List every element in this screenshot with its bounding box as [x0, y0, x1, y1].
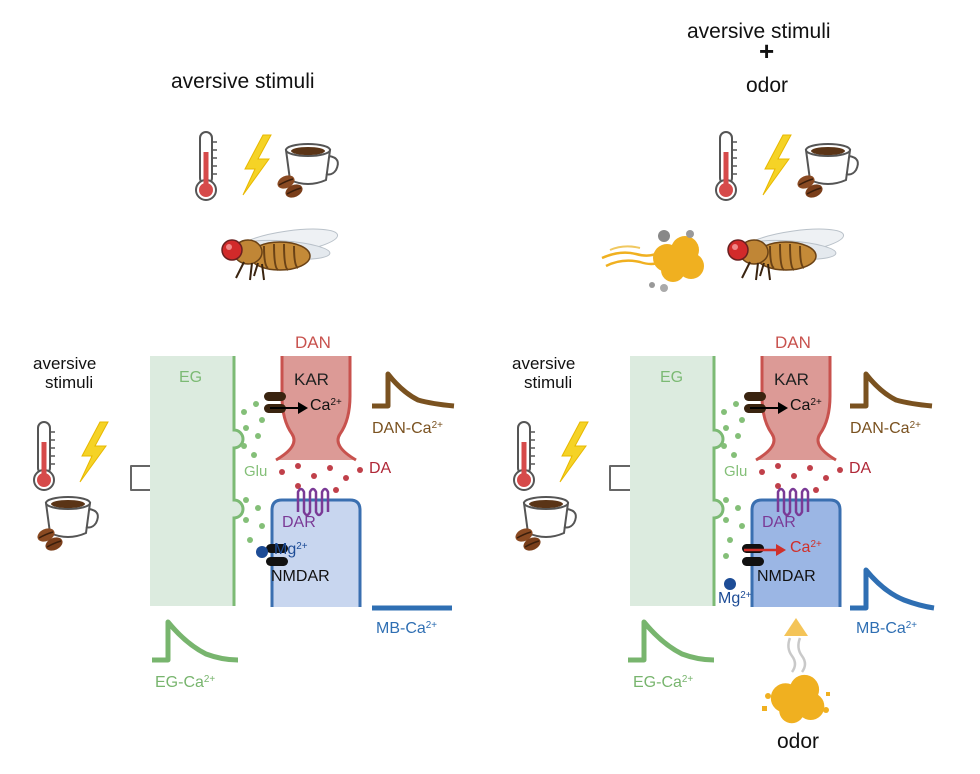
nmdar-receptor-icon: [266, 544, 288, 566]
right-top-title-plus: +: [759, 36, 775, 66]
magnesium-exponent: 2+: [296, 540, 308, 552]
mg-label: Mg2+: [274, 541, 308, 559]
mb-ca-exponent: 2+: [905, 619, 918, 631]
glutamate-dots: [241, 401, 265, 543]
dar-receptor-icon: [296, 487, 330, 517]
eg-ca-exponent: 2+: [681, 673, 694, 685]
dopamine-dots: [759, 463, 843, 493]
dan-ca-base: DAN-Ca: [850, 420, 910, 437]
lightning-icon: [559, 421, 589, 483]
eg-membrane: [150, 356, 245, 606]
stimuli-label-line1: aversive: [33, 354, 97, 373]
thermometer-icon: [33, 421, 56, 491]
stimuli-label-line2: stimuli: [45, 373, 94, 392]
mb-ca-trace-label: MB-Ca2+: [856, 620, 917, 638]
eg-ca-trace-label: EG-Ca2+: [155, 674, 215, 692]
coffee-cup-icon: [794, 143, 859, 202]
magnesium-base: Mg: [718, 590, 741, 607]
calcium-exponent: 2+: [810, 396, 822, 408]
calcium-influx-arrow-red: [744, 544, 786, 556]
calcium-exponent: 2+: [330, 396, 342, 408]
stimuli-label-line2: stimuli: [524, 373, 573, 392]
calcium-base: Ca: [310, 397, 331, 414]
calcium-influx-arrow: [750, 402, 788, 414]
da-label: DA: [369, 460, 392, 477]
coffee-cup-icon: [34, 496, 99, 555]
calcium-exponent: 2+: [810, 538, 822, 550]
thermometer-icon: [513, 421, 536, 491]
magnesium-ion-icon: [256, 546, 268, 558]
dan-label: DAN: [775, 333, 811, 352]
fly-icon: [727, 223, 847, 281]
dan-ca-exponent: 2+: [431, 419, 443, 431]
fly-icon: [221, 223, 341, 281]
eg-ca-base: EG-Ca: [633, 674, 682, 691]
eg-ca-exponent: 2+: [203, 673, 216, 685]
stimuli-label-line1: aversive: [512, 354, 576, 373]
dar-label: DAR: [762, 514, 796, 531]
nmdar-label: NMDAR: [271, 568, 330, 585]
dar-receptor-icon: [776, 487, 810, 517]
dar-label: DAR: [282, 514, 316, 531]
dan-ca-base: DAN-Ca: [372, 420, 432, 437]
mb-ca-base: MB-Ca: [856, 620, 906, 637]
thermometer-icon: [715, 131, 738, 201]
mb-ca-base: MB-Ca: [376, 620, 426, 637]
eg-ca-trace-label: EG-Ca2+: [633, 674, 693, 692]
mb-ca-trace-label: MB-Ca2+: [376, 620, 437, 638]
magnesium-base: Mg: [274, 541, 297, 558]
dan-label: DAN: [295, 333, 331, 352]
calcium-influx-arrow: [270, 402, 308, 414]
glu-label: Glu: [724, 463, 748, 480]
mb-calcium-trace: [850, 567, 935, 611]
kar-label: KAR: [774, 370, 809, 389]
thermometer-icon: [195, 131, 218, 201]
dopamine-dots: [279, 463, 363, 493]
calcium-base: Ca: [790, 539, 811, 556]
eg-label: EG: [179, 369, 203, 386]
coffee-cup-icon: [274, 143, 339, 202]
odor-cloud-icon: [762, 674, 830, 724]
right-top-title-line1: aversive stimuli: [687, 20, 831, 43]
mb-ca-exponent: 2+: [425, 619, 438, 631]
magnesium-exponent: 2+: [740, 589, 752, 601]
eg-membrane: [630, 356, 725, 606]
odor-cloud-icon: [601, 230, 704, 292]
dan-calcium-label: Ca2+: [310, 397, 342, 415]
lightning-icon: [762, 134, 792, 196]
eg-calcium-trace: [628, 619, 715, 663]
eg-label: EG: [660, 369, 684, 386]
coffee-cup-icon: [512, 496, 577, 555]
dan-calcium-trace: [372, 371, 455, 409]
nmdar-label: NMDAR: [757, 568, 816, 585]
odor-label: odor: [777, 730, 820, 753]
dan-ca-trace-label: DAN-Ca2+: [850, 420, 921, 438]
left-top-title: aversive stimuli: [171, 70, 315, 93]
da-label: DA: [849, 460, 872, 477]
magnesium-ion-icon: [724, 578, 736, 590]
mb-calcium-label: Ca2+: [790, 539, 822, 557]
right-top-title-line2: odor: [746, 74, 789, 97]
dan-ca-exponent: 2+: [909, 419, 921, 431]
dan-calcium-label: Ca2+: [790, 397, 822, 415]
odor-upward-arrow-icon: [784, 618, 808, 673]
glutamate-dots: [721, 401, 745, 559]
lightning-icon: [242, 134, 272, 196]
dan-calcium-trace: [850, 371, 933, 409]
kar-label: KAR: [294, 370, 329, 389]
calcium-base: Ca: [790, 397, 811, 414]
eg-ca-base: EG-Ca: [155, 674, 204, 691]
eg-calcium-trace: [152, 619, 239, 663]
glu-label: Glu: [244, 463, 268, 480]
lightning-icon: [79, 421, 109, 483]
dan-ca-trace-label: DAN-Ca2+: [372, 420, 443, 438]
mg-label: Mg2+: [718, 590, 752, 608]
